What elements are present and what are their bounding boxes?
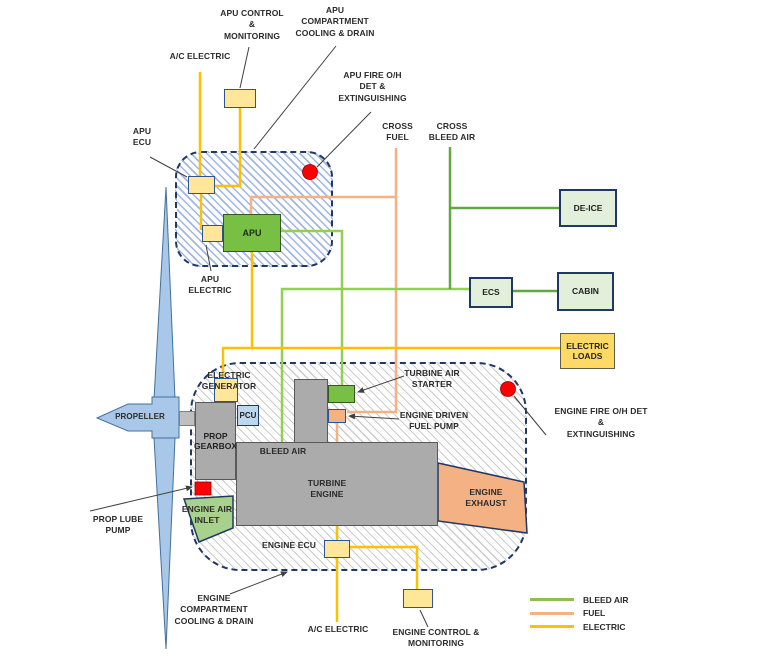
engine-control-monitoring-box	[403, 589, 433, 608]
prop-lube-pump-label: PROP LUBE PUMP	[92, 514, 144, 536]
ecs-box: ECS	[469, 277, 513, 308]
cabin-box: CABIN	[557, 272, 614, 311]
apu-fire-label: APU FIRE O/H DET & EXTINGUISHING	[338, 70, 407, 103]
electric-generator-label: ELECTRIC GENERATOR	[201, 370, 257, 392]
legend-label-fuel: FUEL	[583, 608, 606, 619]
apu-control-monitoring-box	[224, 89, 256, 108]
cross-bleed-air-label: CROSS BLEED AIR	[428, 121, 476, 143]
engine-air-inlet-label: ENGINE AIR INLET	[181, 504, 233, 526]
leader-apu-control	[239, 46, 250, 89]
engine-control-monitoring-label: ENGINE CONTROL & MONITORING	[392, 627, 480, 649]
leader-apu-compartment	[253, 45, 337, 150]
turbine-engine-box	[236, 442, 438, 526]
legend-item-bleed-air: BLEED AIR	[530, 593, 629, 607]
propeller-label: PROPELLER	[115, 412, 165, 421]
turbine-engine-label: TURBINE ENGINE	[307, 478, 347, 500]
pcu-box: PCU	[237, 405, 259, 426]
prop-gearbox-box: PROP GEARBOX	[194, 402, 237, 480]
engine-driven-fuel-pump-label: ENGINE DRIVEN FUEL PUMP	[399, 410, 469, 432]
engine-ecu-label: ENGINE ECU	[262, 540, 316, 550]
legend-label-bleed-air: BLEED AIR	[583, 594, 629, 605]
apu-ecu-label: APU ECU	[132, 126, 152, 148]
legend-swatch-fuel	[530, 611, 574, 615]
engine-exhaust-label: ENGINE EXHAUST	[465, 487, 507, 509]
prop-shaft-connector	[179, 411, 195, 426]
apu-compartment-cooling-label: APU COMPARTMENT COOLING & DRAIN	[295, 5, 375, 38]
cross-fuel-label: CROSS FUEL	[382, 121, 413, 143]
apu-box: APU	[223, 214, 281, 252]
legend-swatch-bleed-air	[530, 598, 574, 602]
apu-electric-label: APU ELECTRIC	[188, 274, 232, 296]
electric-generator-box	[214, 378, 238, 402]
turbine-air-starter-label: TURBINE AIR STARTER	[404, 368, 460, 390]
de-ice-box: DE-ICE	[559, 189, 617, 227]
leader-engine-compartment	[229, 571, 288, 595]
turbine-air-starter-box	[328, 385, 355, 403]
apu-ecu-box	[188, 176, 215, 194]
engine-driven-fuel-pump-box	[328, 409, 346, 423]
engine-accessory-tower	[294, 379, 328, 443]
legend-swatch-electric	[530, 625, 574, 629]
legend-label-electric: ELECTRIC	[583, 621, 626, 632]
leader-engine-control	[419, 609, 429, 628]
engine-ecu-box	[324, 540, 350, 558]
legend-item-fuel: FUEL	[530, 607, 629, 621]
legend: BLEED AIR FUEL ELECTRIC	[530, 593, 629, 634]
bleed-air-label: BLEED AIR	[259, 446, 307, 456]
electric-loads-box: ELECTRIC LOADS	[560, 333, 615, 369]
leader-prop-lube	[89, 485, 193, 512]
ac-electric-bottom-label: A/C ELECTRIC	[307, 624, 369, 634]
legend-item-electric: ELECTRIC	[530, 620, 629, 634]
ac-electric-top-label: A/C ELECTRIC	[169, 51, 231, 61]
engine-compartment-cooling-label: ENGINE COMPARTMENT COOLING & DRAIN	[174, 593, 254, 626]
apu-control-monitoring-label: APU CONTROL & MONITORING	[220, 8, 284, 41]
engine-fire-label: ENGINE FIRE O/H DET & EXTINGUISHING	[554, 406, 648, 439]
apu-electric-box	[202, 225, 223, 242]
